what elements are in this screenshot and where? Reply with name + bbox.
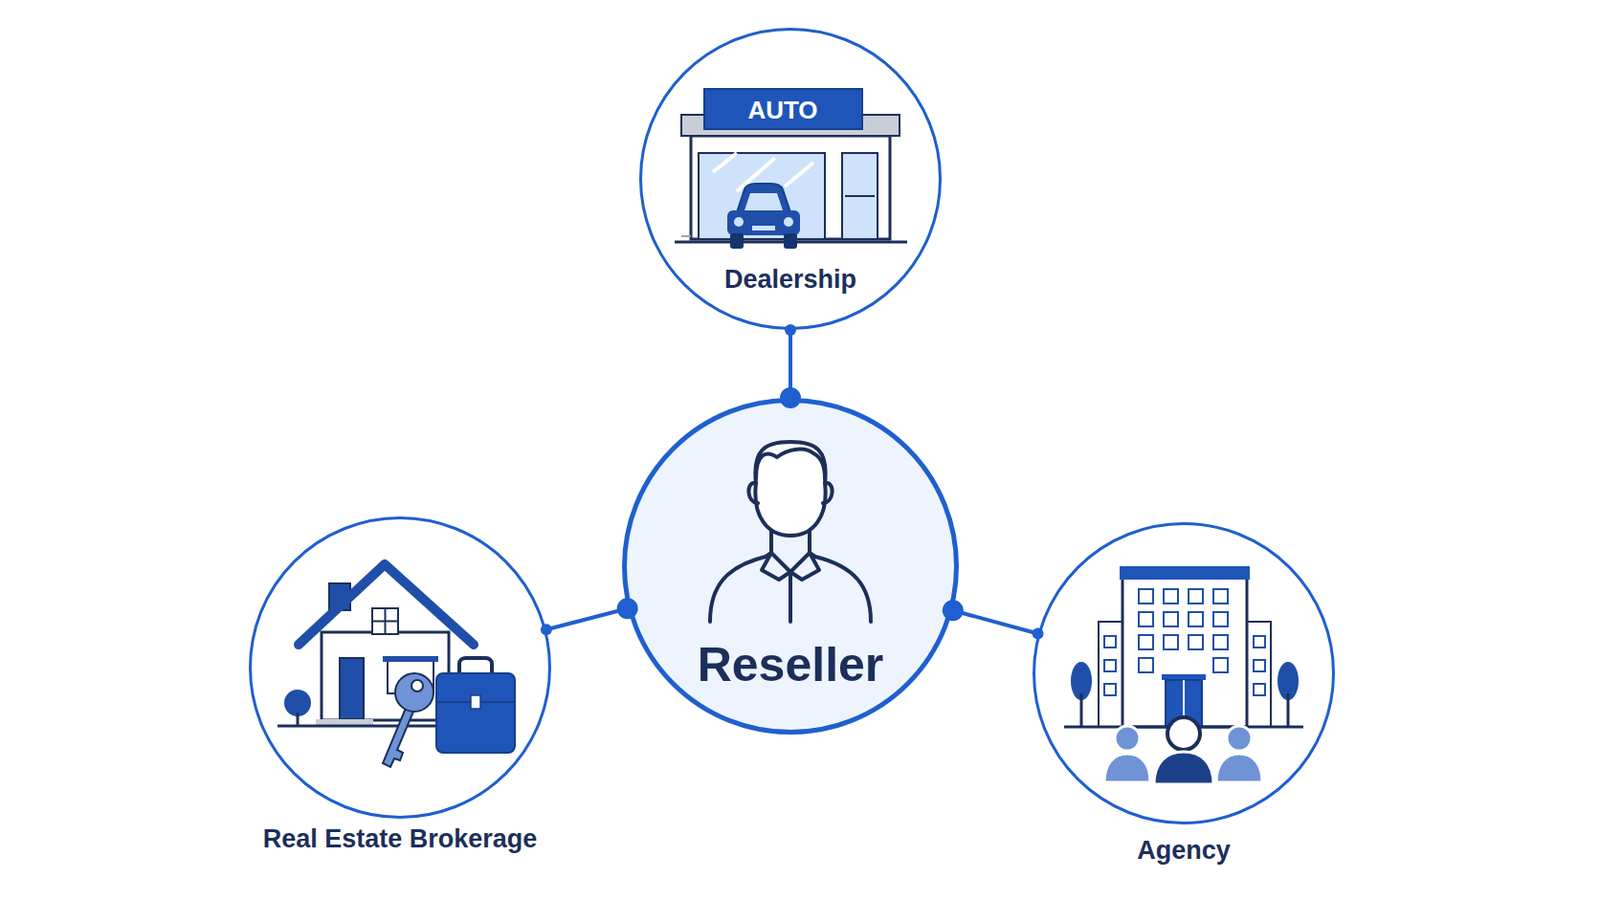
circle-outline: [1032, 522, 1335, 825]
sign-text: AUTO: [747, 96, 818, 125]
dealership-icon: [674, 88, 908, 249]
node-label: Agency: [1136, 837, 1231, 867]
circle-border: [250, 518, 551, 819]
office-icon: [1064, 566, 1304, 785]
briefcase-icon: [436, 658, 515, 754]
connector-line: [546, 608, 628, 630]
brokerage-circle: Real Estate Brokerage: [248, 516, 552, 820]
people-icon: [1104, 717, 1263, 785]
node-label: Reseller: [697, 639, 885, 692]
person-icon: [710, 442, 871, 623]
key-icon: [382, 673, 434, 768]
joint-dot: [784, 324, 797, 336]
reseller-circle: Reseller: [622, 398, 959, 735]
house-icon: [277, 564, 515, 768]
reseller-fill: [623, 400, 957, 734]
circle-border: [1034, 524, 1334, 824]
agency-circle: Agency: [1032, 522, 1335, 825]
circle-outline: [248, 516, 552, 820]
node-label: Dealership: [724, 266, 857, 295]
node-label: Real Estate Brokerage: [263, 825, 538, 855]
circle-border: [624, 400, 957, 734]
dealership-circle: AUTO Dealership: [639, 27, 942, 331]
car-icon: [727, 183, 800, 249]
connector-line: [953, 610, 1039, 634]
circle-border: [641, 29, 941, 330]
